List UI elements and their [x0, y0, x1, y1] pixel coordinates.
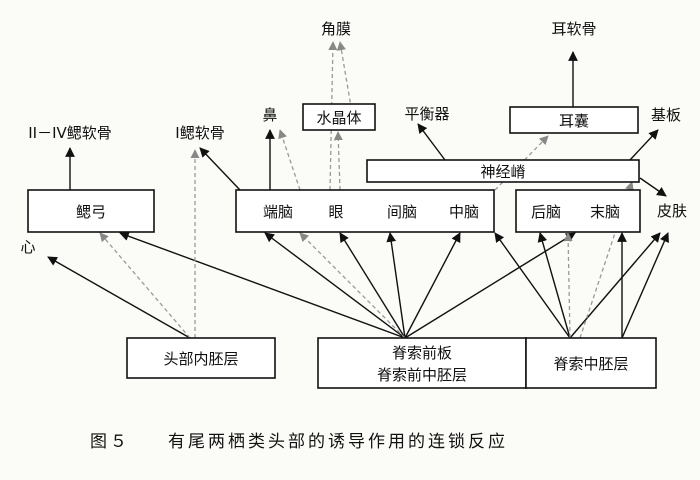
- dash-endoderm-to-gill: [99, 232, 191, 339]
- box-hindbrain: 后脑 末脑: [515, 189, 641, 233]
- label-pinghengqi: 平衡器: [404, 105, 449, 123]
- dash-chorda-to-hounao: [563, 232, 573, 339]
- label-zhongnao: 中脑: [449, 203, 479, 221]
- arrow-shenjingji-to-pifu: [639, 177, 667, 197]
- arrow-prechordal-to-duannao: [264, 232, 406, 339]
- arrow-chorda-to-zhongnao: [494, 232, 571, 339]
- label-ernang: 耳囊: [559, 112, 589, 130]
- arrow-duannao-to-i-gill: [199, 147, 241, 191]
- label-jiban: 基板: [651, 106, 681, 124]
- label-bi: 鼻: [262, 106, 277, 124]
- label-hounao: 后脑: [531, 203, 561, 221]
- label-duannao: 端脑: [263, 203, 293, 221]
- label-monao: 末脑: [590, 203, 620, 221]
- arrow-shenjingji-to-pinghengqi: [417, 123, 446, 161]
- label-shuijingti: 水晶体: [316, 109, 361, 127]
- arrow-prechordal-to-monao: [404, 232, 576, 339]
- arrow-chorda-to-pifu: [569, 232, 661, 339]
- label-yan: 眼: [328, 203, 343, 221]
- box-shuijingti: 水晶体: [302, 103, 376, 131]
- label-chordal-plate-1: 脊索前板: [392, 344, 452, 362]
- label-xin: 心: [20, 238, 35, 256]
- arrow-shenjingji-to-jiban: [629, 129, 659, 161]
- arrow-prechordal-to-jiannao: [386, 232, 406, 339]
- box-chorda-mesoderm: 脊索中胚层: [525, 337, 657, 389]
- label-i-gill-cartilage: I鳃软骨: [175, 124, 224, 142]
- label-chorda-mesoderm: 脊索中胚层: [553, 355, 628, 373]
- dash-prechordal-to-duannao: [299, 232, 406, 339]
- figure-number: 图５: [90, 432, 130, 452]
- box-prechordal: 脊索前板 脊索前中胚层: [317, 337, 527, 389]
- box-shenjingji: 神经嵴: [366, 159, 640, 183]
- label-jiannao: 间脑: [387, 203, 417, 221]
- box-head-endoderm: 头部内胚层: [126, 337, 276, 379]
- label-jiaomo: 角膜: [321, 20, 351, 38]
- dash-yan-to-jiaomo: [328, 41, 338, 191]
- box-brain: 端脑 眼 间脑 中脑: [235, 189, 495, 233]
- arrow-endoderm-to-xin: [47, 256, 191, 339]
- label-pifu: 皮肤: [657, 202, 687, 220]
- label-erruangu: 耳软骨: [551, 20, 596, 38]
- arrow-right-to-pifu: [621, 232, 669, 339]
- label-ii-iv-gill-cartilage: II－IV鳃软骨: [28, 124, 112, 142]
- arrow-prechordal-to-gill: [119, 231, 406, 339]
- arrow-prechordal-to-yan: [339, 232, 406, 339]
- arrow-chorda-to-hounao: [537, 232, 571, 339]
- label-chordal-plate-2: 脊索前中胚层: [377, 366, 467, 384]
- label-shenjingji: 神经嵴: [480, 163, 525, 181]
- dash-yan-to-shuijingti: [333, 131, 343, 191]
- label-gill-arch: 鳃弓: [76, 203, 106, 221]
- figure-caption: 有尾两栖类头部的诱导作用的连锁反应: [168, 432, 508, 452]
- box-ernang: 耳囊: [509, 106, 639, 134]
- dash-duannao-to-bi: [278, 129, 301, 191]
- arrow-prechordal-to-zhongnao: [404, 232, 461, 339]
- box-gill-arch: 鳃弓: [27, 189, 155, 233]
- arrows-solid: [47, 51, 669, 339]
- label-head-endoderm: 头部内胚层: [163, 350, 238, 368]
